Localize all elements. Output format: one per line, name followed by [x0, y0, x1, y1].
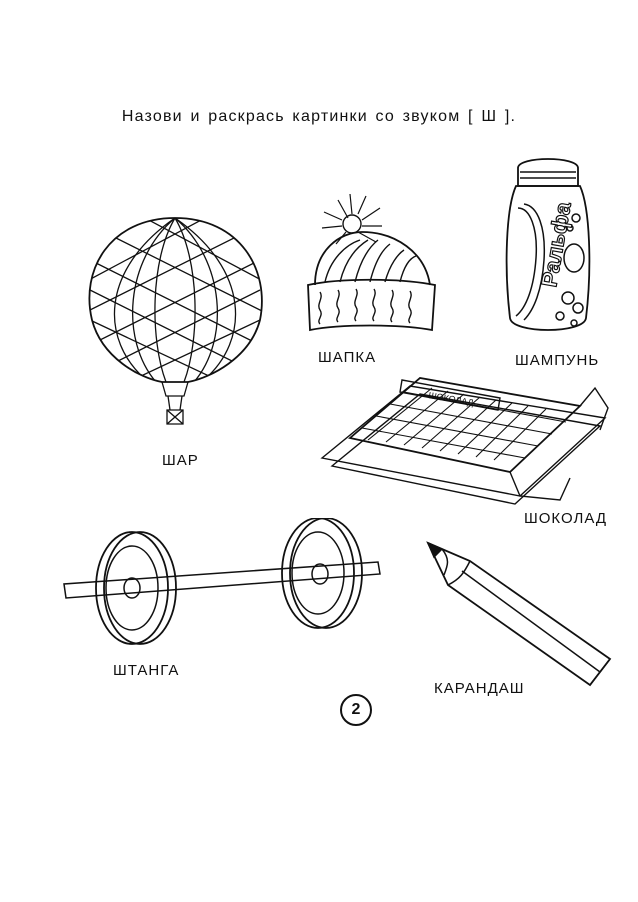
hat-icon [300, 190, 440, 340]
balloon-label: ШАР [162, 452, 199, 469]
shampoo-icon: Ральфа [498, 148, 598, 343]
page-title: Назови и раскрась картинки со звуком [ Ш… [121, 108, 517, 125]
pencil-icon [420, 535, 620, 695]
barbell-label: ШТАНГА [113, 662, 180, 679]
hat-label: ШАПКА [318, 349, 377, 366]
shampoo-label: ШАМПУНЬ [515, 352, 600, 369]
balloon-icon [70, 200, 280, 440]
barbell-icon [62, 518, 392, 658]
page-number: 2 [340, 694, 372, 726]
bottle-text: Ральфа [536, 199, 576, 288]
pencil-label: КАРАНДАШ [434, 680, 525, 697]
chocolate-label: ШОКОЛАД [524, 510, 607, 527]
chocolate-icon: ШОКОЛАД [310, 368, 610, 518]
